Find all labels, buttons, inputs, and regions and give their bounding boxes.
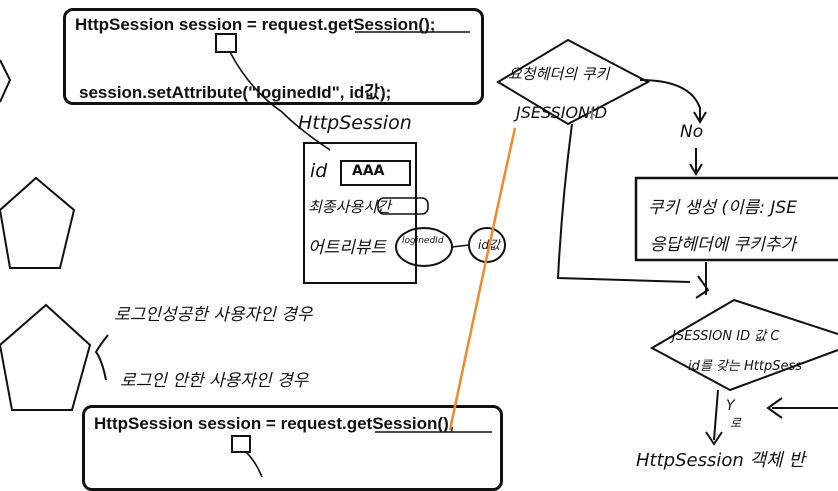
process-line1: 쿠키 생성 (이름: JSE: [648, 198, 797, 218]
decision2-line1: JSESSION ID 값 C: [672, 329, 780, 344]
marker-square-bottom: [231, 435, 251, 453]
attribute-key: loginedId: [402, 236, 444, 246]
decision2-line2: id를 갖는 HttpSess: [688, 359, 803, 374]
last-access-box: [377, 197, 429, 215]
session-object-box: [303, 142, 417, 284]
arrow-head-yes: [705, 431, 723, 446]
diagram-drawing: [0, 31, 838, 477]
arrow-decision1-yes: [556, 123, 691, 283]
result-label: HttpSession 객체 반: [636, 450, 805, 471]
yes-sub-label: 로: [730, 416, 742, 430]
arrow-head-merge: [695, 275, 710, 299]
arrow-head-from-right: [766, 397, 783, 419]
code-box-top: [63, 8, 484, 105]
session-id-value: AAA: [352, 163, 385, 179]
note-brace: [94, 334, 109, 381]
arrow-head-no: [693, 111, 707, 124]
process-line2: 응답헤더에 쿠키추가: [650, 235, 797, 255]
process-box: [634, 176, 838, 262]
decision1-line1: 요청헤더의 쿠키: [508, 65, 610, 83]
marker-square-top: [215, 33, 237, 53]
connector-bottom: [245, 451, 263, 477]
pentagon-middle: [0, 176, 76, 269]
code-line-set-attribute: session.setAttribute("loginedId", id값);: [79, 83, 392, 102]
orange-connector: [448, 127, 517, 431]
decision-diamond-1: [496, 38, 651, 126]
session-id-value-box: [340, 160, 411, 186]
note-login-not: 로그인 안한 사용자인 경우: [120, 371, 309, 391]
decision-diamond-2: [649, 298, 838, 392]
arrow-decision2-yes: [713, 389, 719, 441]
session-object-title: HttpSession: [298, 112, 412, 134]
note-login-success: 로그인성공한 사용자인 경우: [114, 305, 313, 325]
pentagon-top-partial: [0, 59, 12, 103]
code-line-get-session: HttpSession session = request.getSession…: [75, 15, 436, 34]
arrow-decision1-no: [639, 79, 701, 120]
arrow-head-process: [689, 163, 703, 176]
decision1-line2: JSESSIONID: [516, 103, 608, 122]
attribute-key-circle: [395, 227, 453, 267]
session-attribute-label: 어트리뷰트: [308, 238, 387, 258]
code-line-get-session-bottom: HttpSession session = request.getSession…: [94, 414, 455, 433]
pentagon-bottom: [0, 303, 92, 411]
yes-label: Y: [726, 398, 735, 414]
no-label: No: [680, 122, 704, 142]
session-last-access-label: 최종사용시간: [308, 198, 391, 216]
session-id-label: id: [310, 160, 328, 182]
connector-session-to-object: [229, 51, 331, 151]
attribute-link-line: [451, 244, 470, 248]
cursor-icon: [587, 108, 597, 120]
